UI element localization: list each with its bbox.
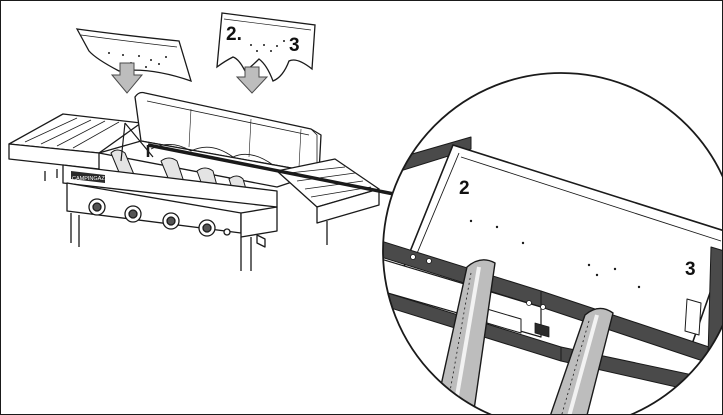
zoom-leader (146, 143, 400, 197)
callout-zoom-b: 3 (685, 259, 696, 280)
zoom-detail: 2 3 (382, 72, 722, 414)
arrow-down-left-icon (110, 62, 144, 94)
flame-tamer-right: 2. 3 (216, 12, 316, 82)
burner-tube-right (544, 307, 614, 414)
arrow-down-right-icon (235, 66, 269, 94)
callout-panel-a: 2. (226, 24, 242, 45)
barbecue-grill: CAMPINGAZ (8, 91, 380, 271)
brand-logo: CAMPINGAZ (72, 176, 105, 182)
control-knobs (88, 198, 231, 237)
callout-panel-b: 3 (289, 35, 300, 56)
callout-zoom-a: 2 (459, 178, 470, 199)
